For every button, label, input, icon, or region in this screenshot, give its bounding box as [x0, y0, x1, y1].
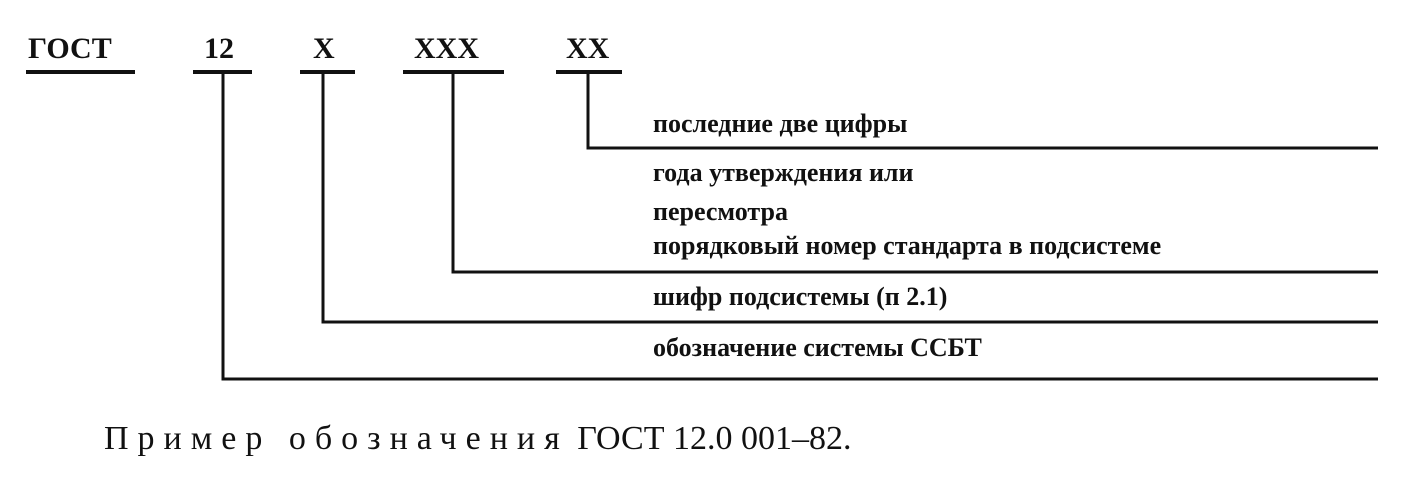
code-system: 12 — [204, 32, 234, 65]
code-gost: ГОСТ — [28, 32, 112, 65]
designation-diagram: ГОСТ 12 X XXX XX последние две цифры год… — [26, 32, 1378, 381]
leader-line-number — [451, 72, 1378, 274]
leader-line-subsystem — [321, 72, 1378, 324]
code-year: XX — [566, 32, 610, 65]
desc-subsystem: шифр подсистемы (п 2.1) — [653, 282, 947, 311]
example-caption: Пример обозначения ГОСТ 12.0 001–82. — [104, 420, 851, 458]
desc-year-line3: пересмотра — [653, 197, 788, 226]
leader-line-year — [586, 72, 1378, 150]
desc-system: обозначение системы ССБТ — [653, 333, 982, 362]
code-subsystem: X — [313, 32, 335, 65]
code-number: XXX — [414, 32, 479, 65]
leader-line-system — [221, 72, 1378, 381]
caption-designation: ГОСТ 12.0 001–82. — [577, 420, 852, 457]
desc-year-line1: последние две цифры — [653, 109, 907, 138]
desc-number: порядковый номер стандарта в подсистеме — [653, 231, 1161, 260]
caption-prefix: Пример обозначения — [104, 420, 569, 457]
desc-year-line2: года утверждения или — [653, 158, 914, 187]
